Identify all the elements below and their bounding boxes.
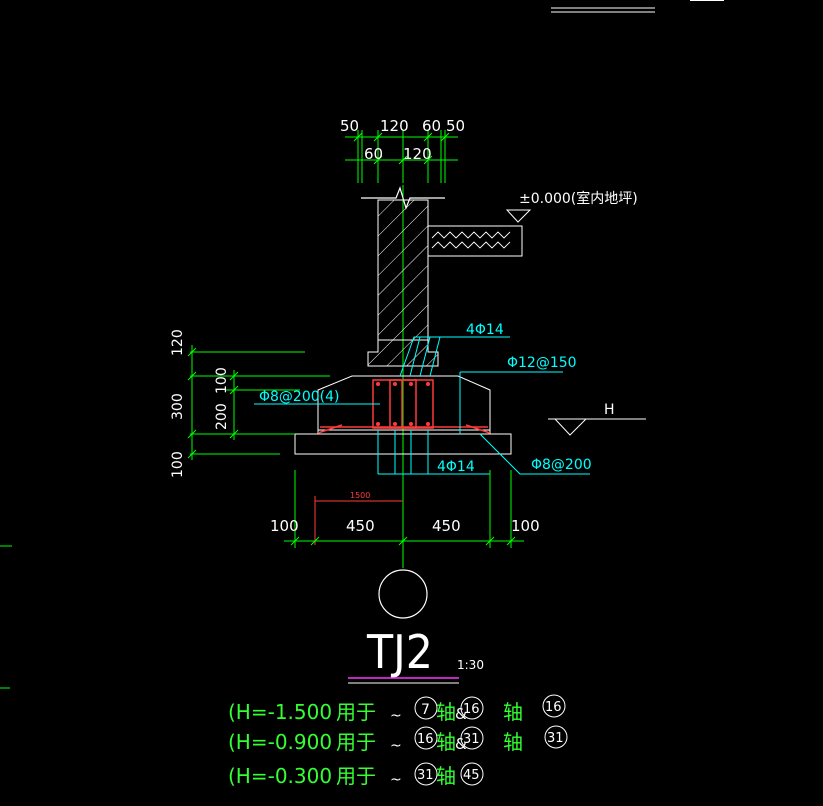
- note-2-use: 用于: [336, 730, 376, 754]
- note-2-and: &: [455, 735, 467, 753]
- note-1-axis2: 轴: [503, 700, 523, 724]
- rebar-bottom-dist-label: Φ8@200: [531, 457, 592, 473]
- axis-circle: [378, 569, 428, 619]
- rebar-top-main-label: 4Φ14: [466, 322, 504, 338]
- soil-fill: [428, 209, 532, 257]
- note-2-tilde: ~: [390, 738, 402, 754]
- ground-level-marker: [548, 418, 646, 436]
- rebar-bottom-main-label: 4Φ14: [437, 459, 475, 475]
- note-3-h: (H=-0.300: [228, 764, 332, 788]
- top-dim-60-right: 60: [422, 117, 441, 135]
- left-dimension-lines: [187, 345, 330, 460]
- note-1-c: 16: [545, 700, 562, 715]
- rebar-distribution-label: Φ12@150: [507, 355, 577, 371]
- rebar-leaders: [254, 336, 590, 475]
- red-dimension: [314, 496, 403, 545]
- note-1-h: (H=-1.500: [228, 700, 332, 724]
- bottom-dim-450-right: 450: [432, 517, 461, 535]
- red-dim-label: 1500: [350, 491, 370, 500]
- note-3-b: 45: [463, 768, 480, 783]
- wall-section: [361, 186, 445, 367]
- note-2-axis2: 轴: [503, 730, 523, 754]
- note-2-h: (H=-0.900: [228, 730, 332, 754]
- bottom-dimension-lines: [284, 470, 524, 548]
- note-2-c: 31: [547, 731, 564, 746]
- note-2-a: 16: [417, 732, 434, 747]
- footing-section: [294, 375, 512, 455]
- note-3-use: 用于: [336, 764, 376, 788]
- left-dim-200: 200: [214, 403, 230, 430]
- note-3-axis1: 轴: [436, 764, 456, 788]
- note-1-b: 16: [463, 702, 480, 717]
- detail-title: TJ2: [366, 625, 433, 679]
- top-dim-50-right: 50: [446, 117, 465, 135]
- note-1-use: 用于: [336, 700, 376, 724]
- bottom-dim-100-left: 100: [270, 517, 299, 535]
- top-dim-120-lower: 120: [403, 145, 432, 163]
- top-right-lines: [551, 0, 724, 13]
- top-dim-50-left: 50: [340, 117, 359, 135]
- left-dim-100-upper: 100: [214, 367, 230, 394]
- note-1-a: 7: [421, 702, 430, 718]
- left-dim-120: 120: [170, 329, 186, 356]
- bottom-dim-100-right: 100: [511, 517, 540, 535]
- rebar-cage: [317, 379, 491, 434]
- elevation-label: ±0.000(室内地坪): [519, 190, 638, 207]
- left-dim-100-lower: 100: [170, 451, 186, 478]
- bottom-dim-450-left: 450: [346, 517, 375, 535]
- note-1-tilde: ~: [390, 708, 402, 724]
- top-dim-120: 120: [380, 117, 409, 135]
- detail-scale: 1:30: [457, 658, 484, 672]
- rebar-stirrup-label: Φ8@200(4): [259, 389, 339, 405]
- top-dim-60: 60: [364, 145, 383, 163]
- note-1-axis1: 轴: [436, 700, 456, 724]
- note-3-tilde: ~: [390, 772, 402, 788]
- notes-block: (H=-1.500 用于 ~ 7 轴 & 16 轴 16 (H=-0.900 用…: [228, 694, 568, 788]
- left-dim-300: 300: [170, 393, 186, 420]
- note-3-a: 31: [417, 768, 434, 783]
- top-dimension-lines: [345, 130, 458, 183]
- note-1-and: &: [455, 705, 467, 723]
- ground-label: H: [604, 402, 615, 418]
- note-2-axis1: 轴: [436, 730, 456, 754]
- note-2-b: 31: [463, 732, 480, 747]
